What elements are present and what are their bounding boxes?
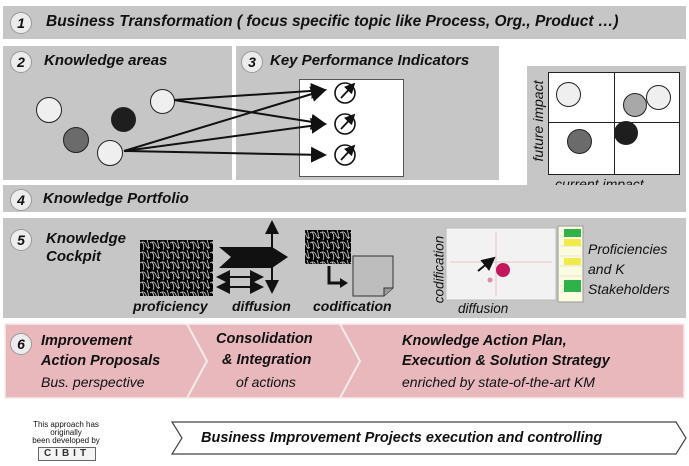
kpi-title: Key Performance Indicators xyxy=(270,52,470,69)
credit-line2: originally xyxy=(50,428,82,437)
credit-line3: been developed by xyxy=(32,436,100,445)
knowledge-areas-title: Knowledge areas xyxy=(44,52,168,69)
matrix-circle-light xyxy=(646,85,671,110)
consolidation-line3: of actions xyxy=(236,374,296,390)
knowledge-cockpit-title-line1: Knowledge xyxy=(46,230,127,247)
improvement-line2: Action Proposals xyxy=(41,353,161,369)
improvement-line3: Bus. perspective xyxy=(41,374,145,390)
consolidation-line1: Consolidation xyxy=(216,331,313,347)
action-plan-line1: Knowledge Action Plan, xyxy=(402,333,567,349)
knowledge-portfolio-title: Knowledge Portfolio xyxy=(43,190,189,207)
knowledge-cockpit-title-line2: Cockpit xyxy=(46,248,102,265)
codification-label: codification xyxy=(313,298,392,314)
credit-text: This approach has originally been develo… xyxy=(20,421,112,445)
action-plan-line2: Execution & Solution Strategy xyxy=(402,353,610,369)
impact-matrix-vline xyxy=(614,72,615,174)
chart-bubble-large xyxy=(496,263,510,277)
codification-diffusion-chart xyxy=(445,227,557,301)
matrix-circle-mid-light xyxy=(623,93,647,117)
diffusion-label: diffusion xyxy=(232,298,291,314)
stakeholders-label: Stakeholders xyxy=(588,281,670,297)
step-number-6: 6 xyxy=(10,333,32,355)
step-number-2: 2 xyxy=(10,51,32,73)
credit-line1: This approach has xyxy=(33,420,99,429)
action-plan-line3: enriched by state-of-the-art KM xyxy=(402,374,595,390)
knowledge-area-circle-light xyxy=(97,140,123,166)
proficiency-chevron xyxy=(219,247,288,268)
improvement-line1: Improvement xyxy=(41,333,133,349)
step-number-5: 5 xyxy=(10,229,32,251)
execution-title: Business Improvement Projects execution … xyxy=(201,430,603,446)
proficiency-label: proficiency xyxy=(133,298,208,314)
knowledge-area-circle-dark xyxy=(111,107,136,132)
chart-x-axis-label: diffusion xyxy=(458,301,509,316)
impact-matrix-hline xyxy=(548,122,679,123)
proficiencies-label: Proficiencies xyxy=(588,241,668,257)
matrix-circle-mid xyxy=(567,129,592,154)
business-transformation-title: Business Transformation ( focus specific… xyxy=(46,13,619,30)
matrix-circle-dark xyxy=(614,121,638,145)
row1-band xyxy=(3,6,686,39)
chart-bubble-small xyxy=(487,277,493,283)
matrix-circle-light xyxy=(556,82,581,107)
step-number-4: 4 xyxy=(10,189,32,211)
knowledge-area-circle-light xyxy=(36,97,62,123)
row4-band xyxy=(3,185,686,212)
step-number-3: 3 xyxy=(241,51,263,73)
knowledge-area-circle-mid xyxy=(63,127,89,153)
step-number-1: 1 xyxy=(10,12,32,34)
proficiency-network-image xyxy=(140,240,213,296)
knowledge-area-circle-light xyxy=(150,89,175,114)
cibit-logo: CIBIT xyxy=(38,447,96,461)
and-k-label: and K xyxy=(588,261,625,277)
codification-arrow xyxy=(327,266,341,285)
consolidation-line2: & Integration xyxy=(222,352,312,368)
codification-network-image xyxy=(305,230,351,264)
